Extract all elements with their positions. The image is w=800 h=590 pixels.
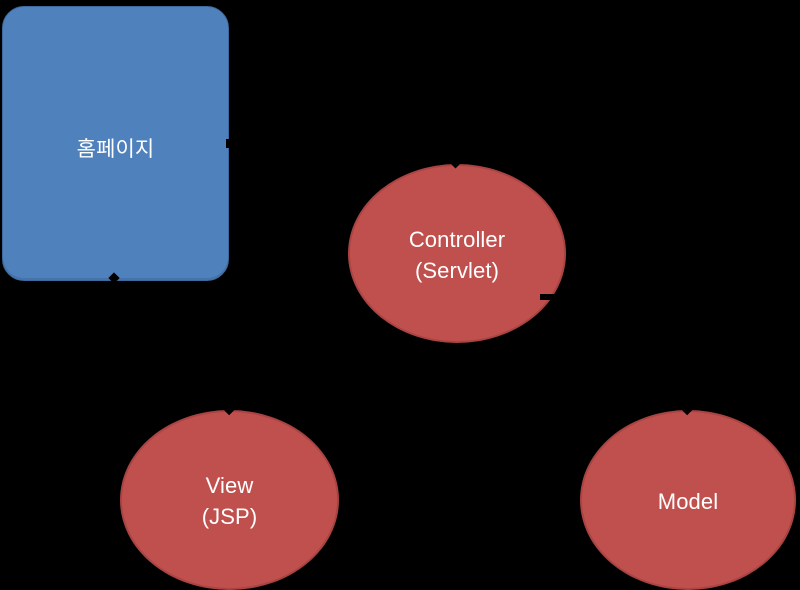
- node-homepage[interactable]: 홈페이지: [2, 6, 229, 281]
- node-view-label: View (JSP): [201, 473, 258, 529]
- node-view[interactable]: View (JSP): [120, 410, 339, 590]
- node-model-label: Model: [657, 489, 719, 514]
- node-model[interactable]: Model: [580, 410, 796, 590]
- node-homepage-label: 홈페이지: [76, 138, 155, 161]
- node-controller[interactable]: Controller (Servlet): [348, 164, 566, 343]
- node-controller-label: Controller (Servlet): [408, 227, 506, 283]
